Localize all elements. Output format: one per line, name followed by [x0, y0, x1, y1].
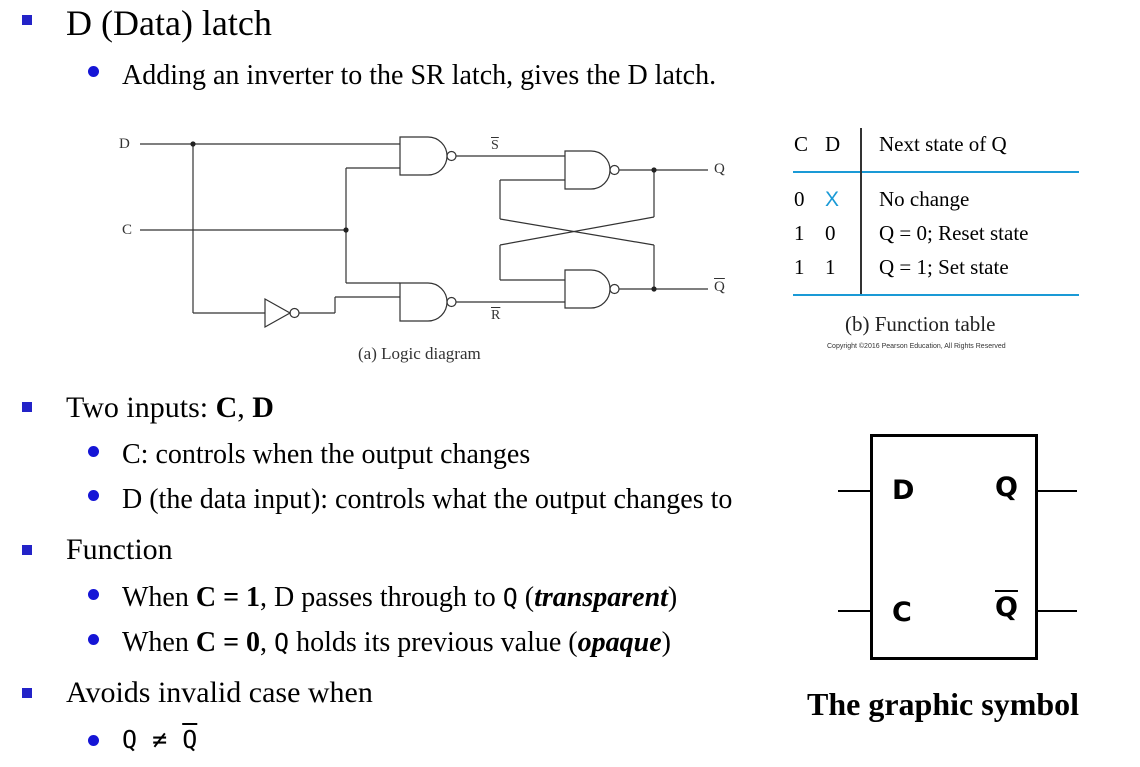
- symbol-caption: The graphic symbol: [807, 686, 1080, 722]
- table-cell-next: Q = 0; Reset state: [879, 221, 1029, 245]
- neq-q: Q: [122, 725, 138, 754]
- table-caption: (b) Function table: [845, 312, 996, 336]
- symbol-pin-c: [838, 610, 871, 612]
- when1-condition: C = 1: [195, 582, 261, 613]
- when1-open-paren: (: [517, 582, 535, 613]
- bullet-when-c-0: When C = 0, Q holds its previous value (…: [122, 629, 671, 657]
- symbol-label-c: C: [892, 597, 912, 628]
- bullet-square: [22, 688, 32, 698]
- when0-close-paren: ): [661, 627, 671, 658]
- bullet-dot: [88, 446, 99, 457]
- bullet-when-c-1: When C = 1, D passes through to Q (trans…: [122, 584, 677, 612]
- bullet-dot: [88, 634, 99, 645]
- table-vertical-rule: [860, 128, 862, 295]
- table-cell-d: X: [825, 188, 840, 211]
- bullet-dot: [88, 490, 99, 501]
- table-header-next: Next state of Q: [879, 132, 1007, 156]
- diagram-label-q-bar: Q: [714, 279, 725, 295]
- slide-subheading: Adding an inverter to the SR latch, give…: [122, 60, 717, 91]
- when1-emphasis: transparent: [534, 582, 668, 613]
- when0-condition: C = 0: [195, 627, 261, 658]
- when1-close-paren: ): [667, 582, 678, 613]
- diagram-label-r-bar: R: [491, 308, 501, 323]
- bullet-dot: [88, 735, 99, 746]
- table-header-d: D: [825, 132, 841, 156]
- when0-prefix: When: [122, 627, 196, 658]
- bullet-function: Function: [66, 533, 173, 566]
- symbol-pin-q-bar: [1037, 610, 1077, 612]
- bullet-square: [22, 402, 32, 412]
- diagram-caption: (a) Logic diagram: [358, 344, 481, 363]
- symbol-pin-q: [1037, 490, 1077, 492]
- when1-middle: , D passes through to: [260, 582, 503, 613]
- bullet-dot: [88, 66, 99, 77]
- bullet-c-controls: C: controls when the output changes: [122, 439, 531, 470]
- table-bottom-rule: [793, 294, 1079, 296]
- symbol-label-q-bar: Q: [995, 592, 1018, 623]
- when0-emphasis: opaque: [577, 627, 662, 658]
- table-cell-d: 1: [825, 255, 836, 279]
- bullet-square: [22, 15, 32, 25]
- input-c: C: [215, 391, 238, 424]
- copyright-notice: Copyright ©2016 Pearson Education, All R…: [827, 343, 1006, 350]
- bullet-two-inputs: Two inputs: C, D: [66, 393, 274, 423]
- table-top-rule: [793, 171, 1079, 173]
- table-cell-d: 0: [825, 221, 836, 245]
- slide-heading: D (Data) latch: [66, 3, 272, 43]
- input-separator: ,: [237, 391, 253, 424]
- table-header-c: C: [794, 132, 809, 156]
- latch-symbol-box: [870, 434, 1038, 660]
- when1-prefix: When: [122, 582, 196, 613]
- two-inputs-prefix: Two inputs:: [66, 391, 216, 424]
- symbol-label-d: D: [892, 475, 915, 506]
- bullet-dot: [88, 589, 99, 600]
- logic-diagram: [140, 136, 708, 329]
- table-cell-c: 1: [794, 221, 805, 245]
- neq-q-bar: Q: [182, 725, 198, 754]
- when0-middle: ,: [260, 627, 275, 658]
- bullet-q-not-equal: Q ≠ Q: [122, 727, 197, 752]
- table-cell-next: No change: [879, 187, 970, 211]
- input-d: D: [252, 391, 274, 424]
- symbol-label-q: Q: [995, 472, 1018, 503]
- neq-operator: ≠: [137, 725, 183, 754]
- table-cell-c: 0: [794, 187, 805, 211]
- table-cell-next: Q = 1; Set state: [879, 255, 1009, 279]
- bullet-d-controls: D (the data input): controls what the ou…: [122, 484, 733, 515]
- symbol-pin-d: [838, 490, 871, 492]
- table-cell-c: 1: [794, 255, 805, 279]
- when0-rest: holds its previous value (: [289, 627, 578, 658]
- when0-q: Q: [274, 628, 290, 657]
- diagram-label-q: Q: [714, 161, 725, 177]
- when1-q: Q: [502, 583, 518, 612]
- diagram-label-s-bar: S: [491, 138, 499, 153]
- bullet-square: [22, 545, 32, 555]
- diagram-label-c: C: [122, 222, 133, 238]
- bullet-avoids: Avoids invalid case when: [66, 676, 373, 709]
- diagram-label-d: D: [119, 136, 130, 152]
